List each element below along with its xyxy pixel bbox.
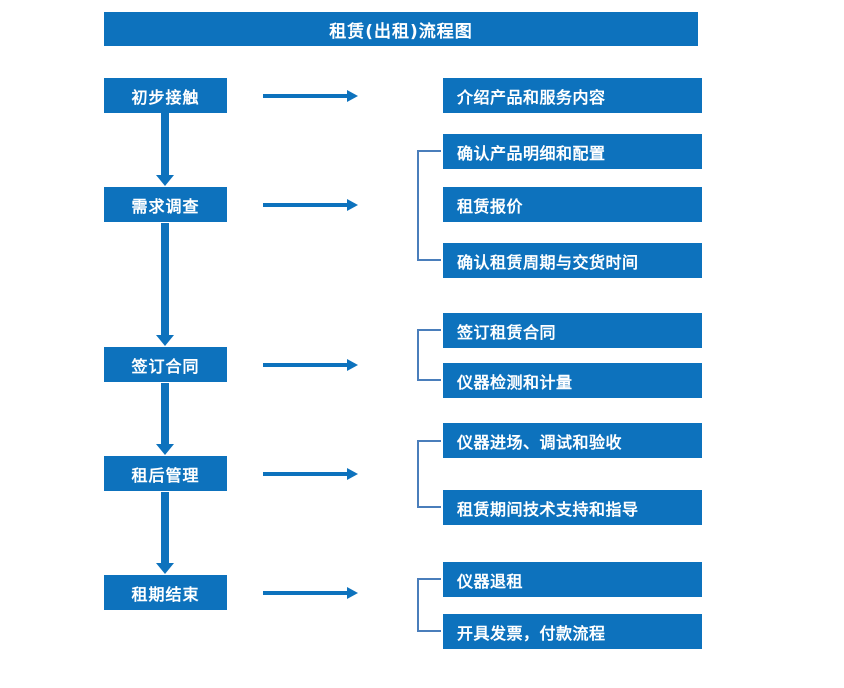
task-box-4[interactable]: 确认租赁周期与交货时间: [443, 243, 702, 278]
group-bracket-4: [417, 440, 441, 508]
group-bracket-2: [417, 150, 441, 261]
task-box-5[interactable]: 签订租赁合同: [443, 313, 702, 348]
link-arrow-4: [263, 468, 358, 480]
group-bracket-3: [417, 329, 441, 381]
task-box-1[interactable]: 介绍产品和服务内容: [443, 78, 702, 113]
stage-box-4[interactable]: 租后管理: [104, 456, 227, 491]
task-box-6[interactable]: 仪器检测和计量: [443, 363, 702, 398]
link-arrow-1: [263, 90, 358, 102]
stage-arrow-4-to-5: [156, 492, 174, 574]
stage-box-1[interactable]: 初步接触: [104, 78, 227, 113]
stage-box-5[interactable]: 租期结束: [104, 575, 227, 610]
link-arrow-5: [263, 587, 358, 599]
task-box-3[interactable]: 租赁报价: [443, 187, 702, 222]
stage-arrow-1-to-2: [156, 113, 174, 186]
link-arrow-2: [263, 199, 358, 211]
task-box-7[interactable]: 仪器进场、调试和验收: [443, 423, 702, 458]
stage-box-2[interactable]: 需求调查: [104, 187, 227, 222]
group-bracket-5: [417, 578, 441, 632]
stage-box-3[interactable]: 签订合同: [104, 347, 227, 382]
task-box-9[interactable]: 仪器退租: [443, 562, 702, 597]
task-box-8[interactable]: 租赁期间技术支持和指导: [443, 490, 702, 525]
task-box-10[interactable]: 开具发票，付款流程: [443, 614, 702, 649]
task-box-2[interactable]: 确认产品明细和配置: [443, 134, 702, 169]
stage-arrow-2-to-3: [156, 223, 174, 346]
link-arrow-3: [263, 359, 358, 371]
diagram-title: 租赁(出租)流程图: [104, 12, 698, 46]
stage-arrow-3-to-4: [156, 383, 174, 455]
